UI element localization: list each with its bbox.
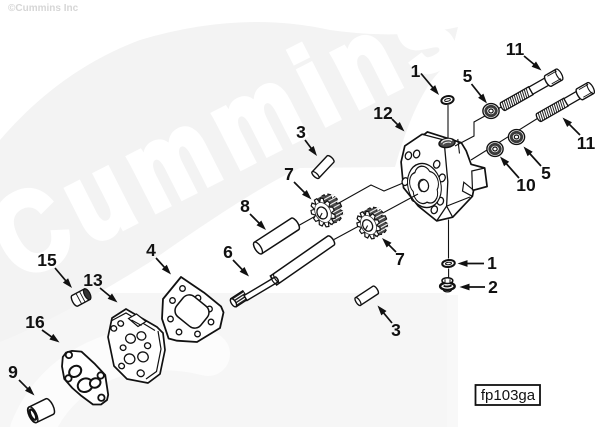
svg-text:16: 16 (25, 312, 45, 332)
svg-text:6: 6 (223, 242, 233, 262)
svg-text:12: 12 (373, 103, 393, 123)
svg-text:2: 2 (488, 277, 498, 297)
svg-text:3: 3 (391, 320, 401, 340)
svg-text:1: 1 (487, 253, 497, 273)
svg-text:9: 9 (8, 362, 18, 382)
svg-text:5: 5 (463, 66, 473, 86)
svg-text:7: 7 (284, 164, 294, 184)
svg-text:4: 4 (146, 240, 156, 260)
svg-text:11: 11 (506, 39, 525, 59)
svg-text:fp103ga: fp103ga (481, 387, 536, 404)
svg-text:©Cummins Inc: ©Cummins Inc (8, 3, 79, 14)
svg-text:7: 7 (395, 249, 405, 269)
svg-text:13: 13 (83, 270, 103, 290)
svg-text:8: 8 (240, 196, 250, 216)
svg-text:3: 3 (296, 122, 306, 142)
svg-text:10: 10 (516, 175, 536, 195)
svg-text:1: 1 (411, 61, 421, 81)
svg-text:15: 15 (37, 250, 57, 270)
svg-text:5: 5 (541, 163, 551, 183)
svg-text:11: 11 (577, 133, 596, 153)
